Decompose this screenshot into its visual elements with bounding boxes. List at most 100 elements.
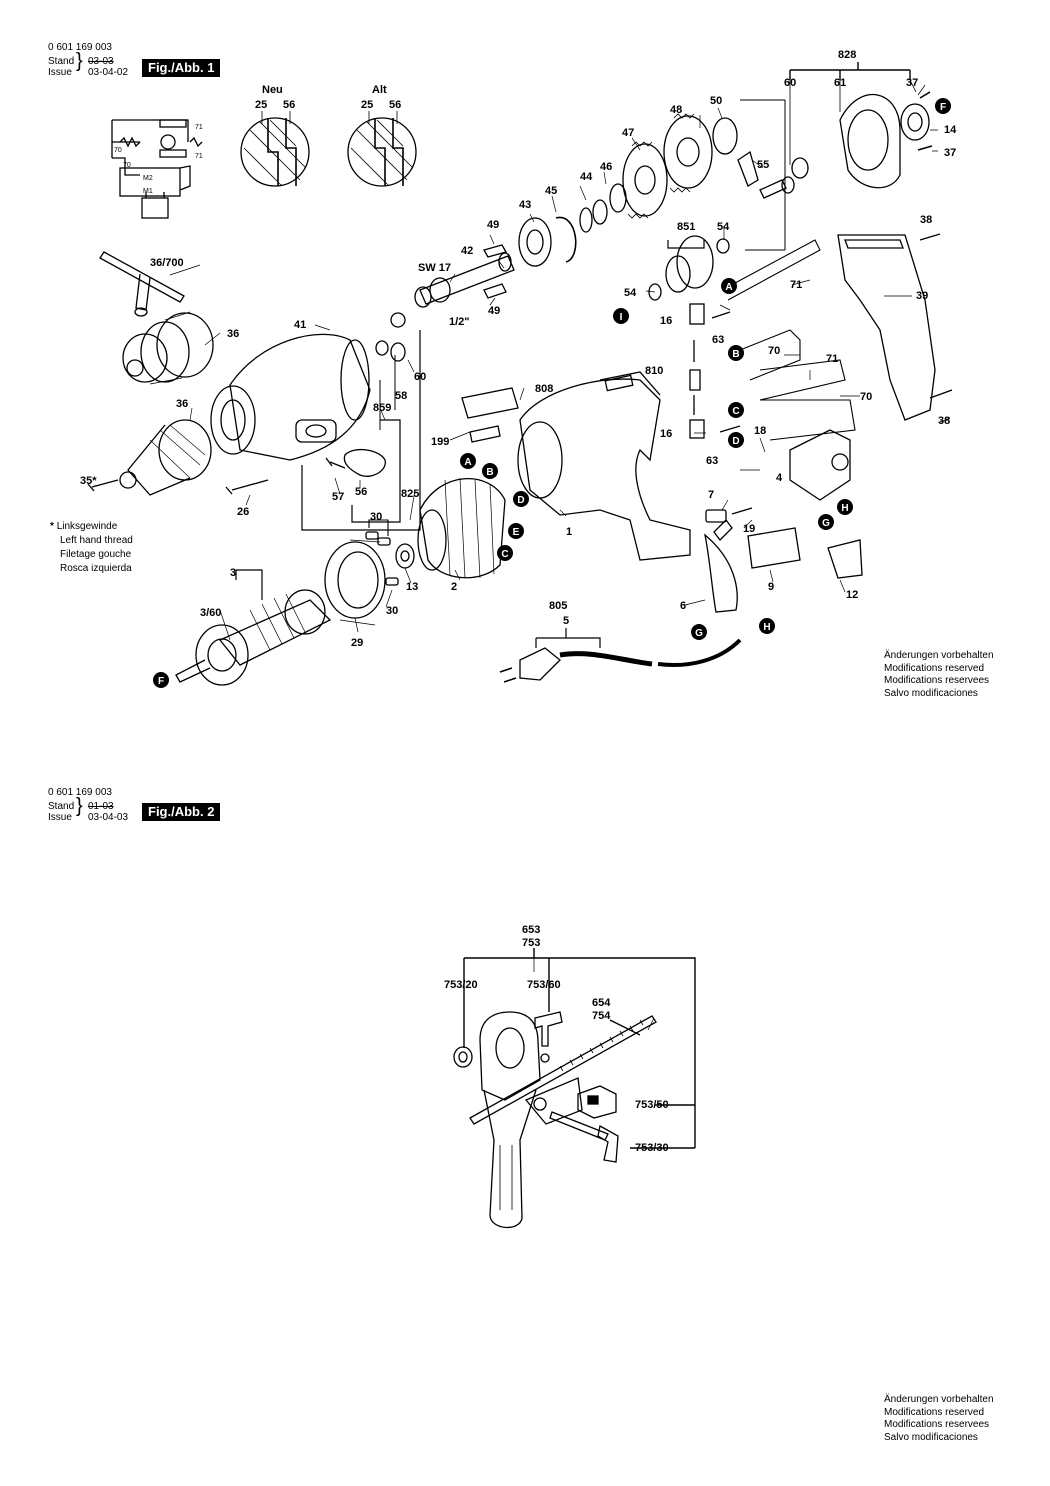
clamp-block-753-50 bbox=[577, 1085, 617, 1119]
spindle bbox=[414, 252, 515, 308]
label-7: 7 bbox=[708, 489, 714, 501]
chuck-upper bbox=[122, 311, 214, 385]
schem-71a: 71 bbox=[195, 124, 203, 131]
depth-stop-rod bbox=[469, 1015, 657, 1125]
label-71b: 71 bbox=[826, 353, 838, 365]
label-sw17: SW 17 bbox=[418, 262, 451, 274]
marker-b-left-label: B bbox=[486, 467, 493, 478]
detail-neu-circle bbox=[240, 117, 310, 187]
marker-i bbox=[613, 308, 629, 324]
note-rosca: Rosca izquierda bbox=[60, 563, 132, 574]
fan-shroud bbox=[324, 541, 386, 619]
label-60b: 60 bbox=[414, 371, 426, 383]
marker-h-right-label: H bbox=[841, 503, 848, 514]
marker-c-left bbox=[497, 545, 513, 561]
label-58: 58 bbox=[395, 390, 407, 402]
note-linksgewinde: Linksgewinde bbox=[56, 521, 118, 532]
screw-26 bbox=[225, 479, 269, 495]
brace-fig2: } bbox=[76, 795, 83, 817]
label-825: 825 bbox=[401, 488, 419, 500]
gear-48 bbox=[663, 113, 713, 193]
label-753-20: 753/20 bbox=[444, 979, 478, 991]
label-41: 41 bbox=[294, 319, 306, 331]
label-653: 653 bbox=[522, 924, 540, 936]
marker-b-right bbox=[728, 345, 744, 361]
label-2: 2 bbox=[451, 581, 457, 593]
switch-4 bbox=[789, 429, 851, 501]
label-38a: 38 bbox=[920, 214, 932, 226]
marker-f-top bbox=[935, 98, 951, 114]
stator-2 bbox=[417, 477, 506, 579]
label-828: 828 bbox=[838, 49, 856, 61]
marker-g-bottom bbox=[691, 624, 707, 640]
label-half-inch: 1/2" bbox=[449, 316, 470, 328]
bearing-small bbox=[390, 312, 406, 328]
mod-fig1-es: Salvo modificaciones bbox=[884, 687, 978, 699]
marker-i-label: I bbox=[620, 312, 623, 323]
label-35: 35* bbox=[80, 475, 97, 487]
issue-date-fig2: 03-04-03 bbox=[88, 812, 129, 823]
label-753-30: 753/30 bbox=[635, 1142, 669, 1154]
label-19: 19 bbox=[743, 523, 755, 535]
key-49b bbox=[483, 283, 507, 299]
label-16a: 16 bbox=[660, 315, 672, 327]
mod-fig1-fr: Modifications reservees bbox=[884, 675, 990, 686]
label-36b: 36 bbox=[176, 398, 188, 410]
marker-d-right-label: D bbox=[732, 436, 739, 447]
flange-828 bbox=[781, 93, 930, 194]
marker-a-right bbox=[721, 278, 737, 294]
label-63a: 63 bbox=[712, 334, 724, 346]
label-3-60: 3/60 bbox=[200, 607, 221, 619]
marker-c-right-label: C bbox=[732, 406, 739, 417]
marker-f-bottom-label: F bbox=[158, 676, 164, 687]
marker-c-left-label: C bbox=[501, 549, 508, 560]
marker-e bbox=[508, 523, 524, 539]
mod-fig2-es: Salvo modificaciones bbox=[884, 1431, 978, 1443]
wiring-schematic bbox=[111, 119, 203, 219]
label-16b: 16 bbox=[660, 428, 672, 440]
label-26: 26 bbox=[237, 506, 249, 518]
marker-g-right-label: G bbox=[822, 518, 830, 529]
chuck-lower bbox=[119, 419, 212, 496]
label-37b: 37 bbox=[944, 147, 956, 159]
stand-old-fig1: 03-03 bbox=[88, 56, 114, 67]
part-number-fig1: 0 601 169 003 bbox=[48, 42, 112, 53]
marker-a-right-label: A bbox=[725, 282, 732, 293]
marker-d-right bbox=[728, 432, 744, 448]
selector-knob bbox=[343, 448, 386, 477]
issue-label-fig1: Issue bbox=[48, 67, 72, 78]
brace-fig1: } bbox=[76, 50, 83, 72]
label-18: 18 bbox=[754, 425, 766, 437]
brush-holder-bottom bbox=[689, 419, 705, 439]
gear-851 bbox=[676, 235, 714, 289]
modifications-fig1: Änderungen vorbehalten Modifications res… bbox=[884, 650, 994, 700]
cord-guard-6 bbox=[704, 533, 738, 613]
brush-holder-top bbox=[689, 303, 705, 325]
label-47: 47 bbox=[622, 127, 634, 139]
label-6: 6 bbox=[680, 600, 686, 612]
cord-clip-7 bbox=[705, 509, 727, 523]
label-3: 3 bbox=[230, 567, 236, 579]
label-44: 44 bbox=[580, 171, 593, 183]
label-753-60: 753/60 bbox=[527, 979, 561, 991]
marker-b-right-label: B bbox=[732, 349, 739, 360]
label-70a: 70 bbox=[768, 345, 780, 357]
label-neu-25: 25 bbox=[255, 99, 267, 111]
marker-g-bottom-label: G bbox=[695, 628, 703, 639]
armature-3 bbox=[175, 589, 332, 686]
auxiliary-handle-fig2: 653 753 753/20 753/60 654 754 753/50 753… bbox=[444, 924, 696, 1229]
nut-753-20 bbox=[453, 1046, 473, 1068]
screw-57 bbox=[325, 457, 346, 469]
label-43: 43 bbox=[519, 199, 531, 211]
issue-label-fig2: Issue bbox=[48, 812, 72, 823]
mod-fig2-de: Änderungen vorbehalten bbox=[884, 1394, 994, 1405]
label-38b: 38 bbox=[938, 415, 950, 427]
label-13: 13 bbox=[406, 581, 418, 593]
stand-label-fig2: Stand bbox=[48, 801, 75, 812]
label-70b: 70 bbox=[860, 391, 872, 403]
label-9: 9 bbox=[768, 581, 774, 593]
gear-47 bbox=[622, 141, 668, 219]
schem-71b: 71 bbox=[195, 153, 203, 160]
label-49b: 49 bbox=[488, 305, 500, 317]
detail-alt-circle bbox=[347, 117, 417, 187]
